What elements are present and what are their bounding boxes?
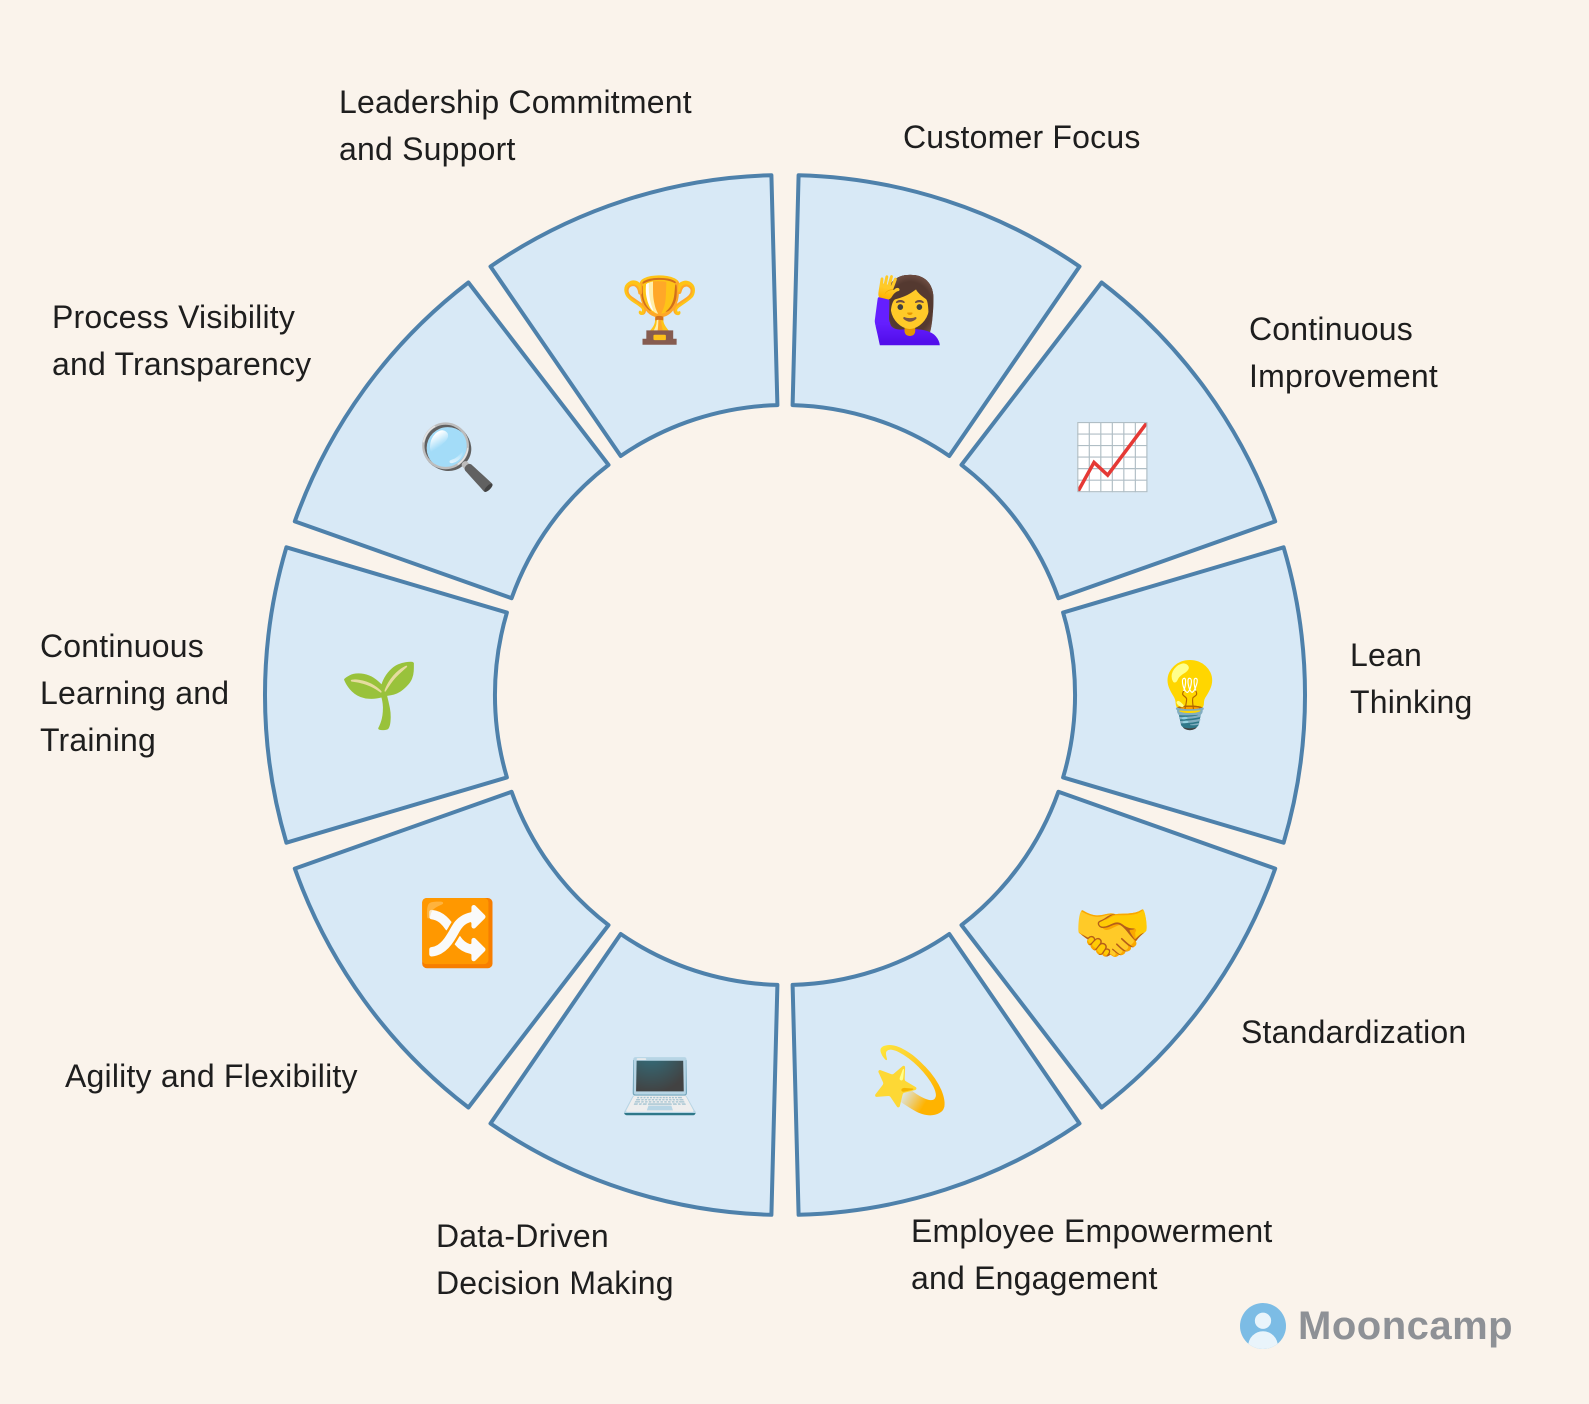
label-customer-focus: Customer Focus — [903, 119, 1141, 155]
label-leadership-commitment: Leadership Commitment and Support — [339, 84, 692, 167]
label-continuous-improvement: Continuous Improvement — [1249, 311, 1438, 394]
dizzy-star-icon: 💫 — [870, 1044, 950, 1120]
chart-increasing-icon: 📈 — [1073, 421, 1153, 493]
wheel-segment-7 — [262, 545, 509, 845]
wheel-segment-5 — [488, 932, 780, 1217]
wheel-segment-6 — [292, 789, 611, 1110]
label-employee-empowerment: Employee Empowerment and Engagement — [911, 1213, 1273, 1296]
shuffle-icon: 🔀 — [417, 897, 497, 969]
wheel-segment-2 — [1061, 545, 1308, 845]
wheel-segment-0 — [790, 173, 1082, 458]
label-lean-thinking: Lean Thinking — [1350, 637, 1473, 720]
woman-raising-hand-icon: 🙋‍♀️ — [870, 274, 950, 346]
wheel-segment-8 — [292, 280, 611, 601]
magnifying-glass-icon: 🔍 — [417, 417, 497, 493]
seedling-icon: 🌱 — [340, 659, 420, 731]
label-standardization: Standardization — [1241, 1014, 1467, 1050]
mooncamp-logo-icon — [1240, 1303, 1286, 1349]
label-agility-flexibility: Agility and Flexibility — [65, 1058, 358, 1094]
wheel-segment-1 — [959, 280, 1278, 601]
label-continuous-learning: Continuous Learning and Training — [40, 628, 230, 758]
laptop-icon: 💻 — [620, 1044, 700, 1116]
light-bulb-icon: 💡 — [1150, 659, 1230, 731]
wheel-segment-3 — [959, 789, 1278, 1110]
wheel-segment-9 — [488, 173, 780, 458]
wheel-segment-4 — [790, 932, 1082, 1217]
brand-name: Mooncamp — [1298, 1303, 1514, 1348]
handshake-icon: 🤝 — [1073, 897, 1153, 969]
label-data-driven-decisions: Data-Driven Decision Making — [436, 1218, 674, 1301]
trophy-icon: 🏆 — [620, 274, 700, 346]
label-process-visibility: Process Visibility and Transparency — [52, 299, 312, 382]
brand-footer: Mooncamp — [1240, 1303, 1513, 1349]
